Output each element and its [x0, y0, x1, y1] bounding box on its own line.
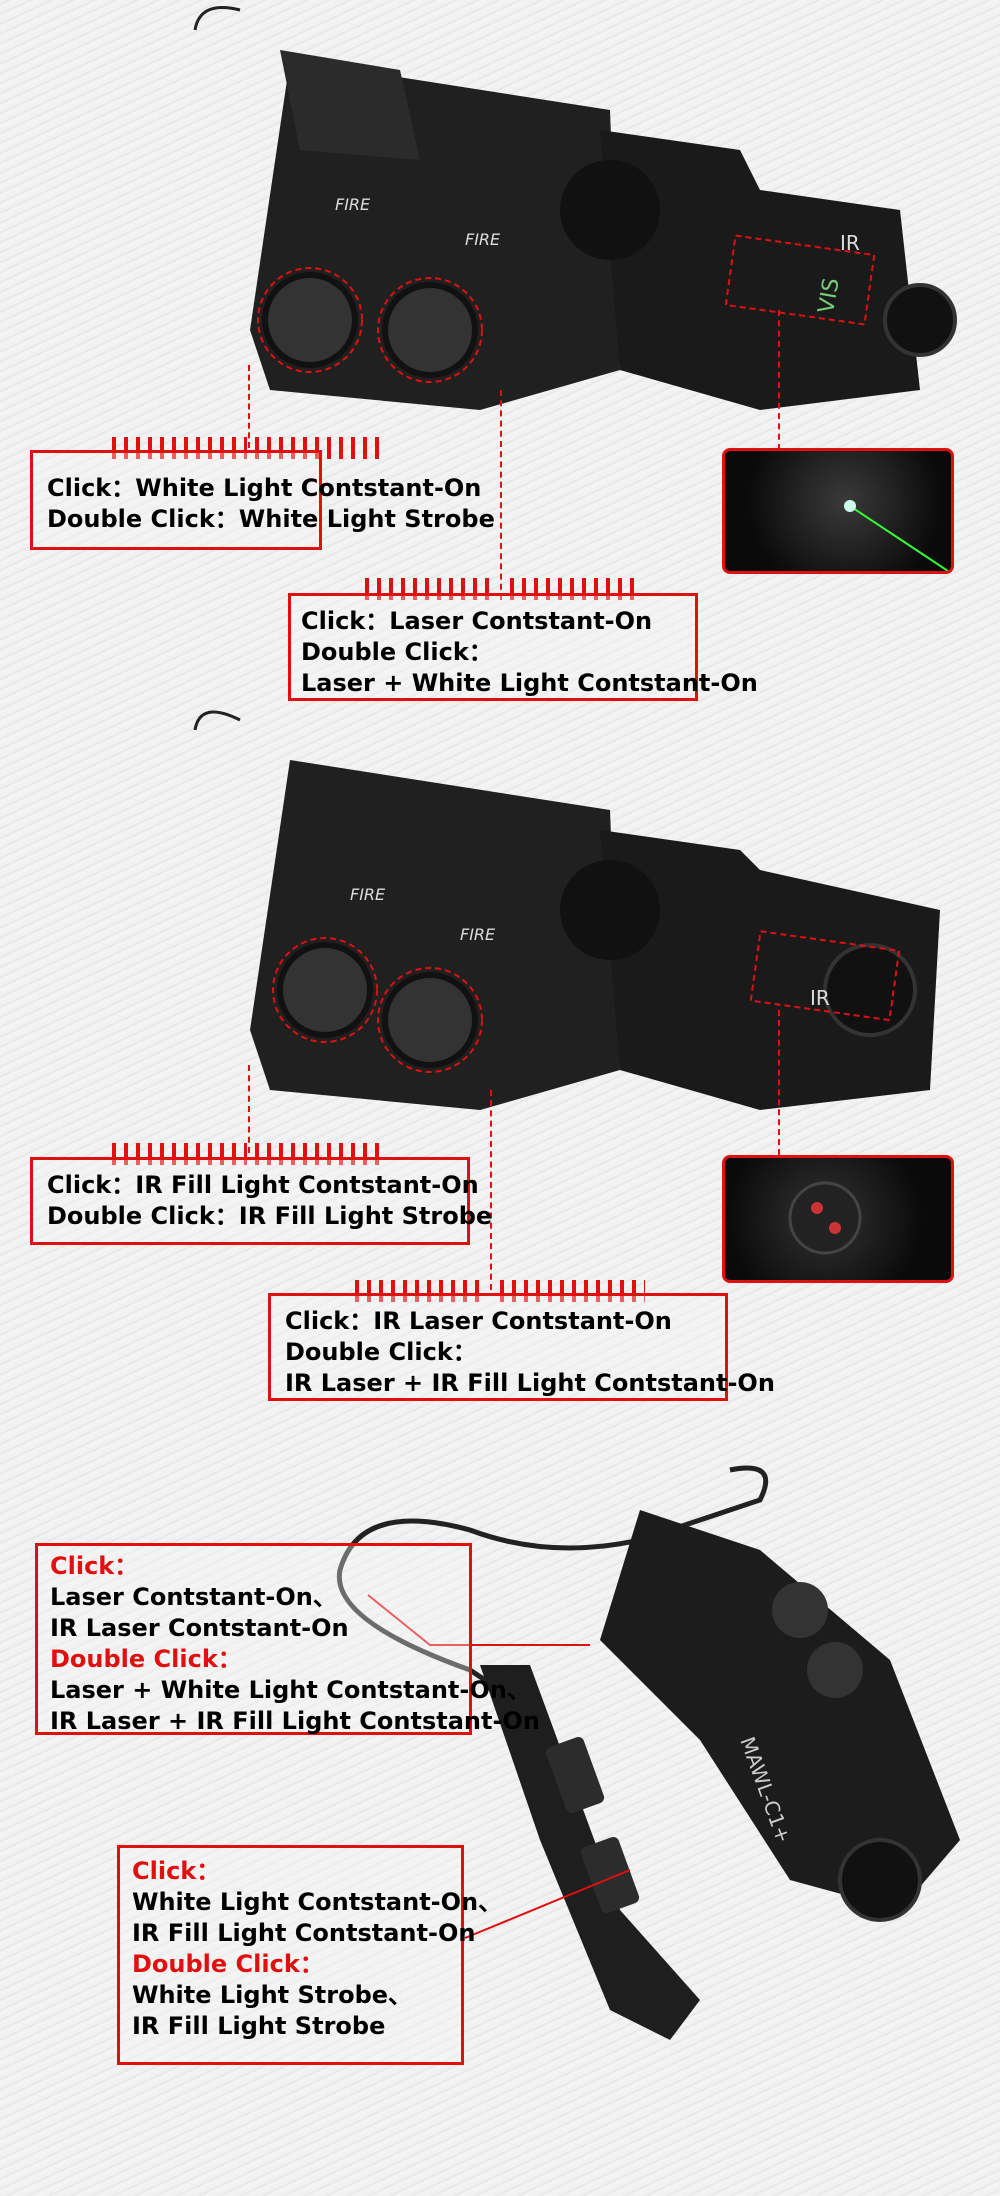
click-value: Laser Contstant-On	[389, 607, 653, 635]
callout-box-ir-laser: Click：IR Laser Contstant-On Double Click…	[268, 1293, 775, 1401]
double-click-value: Laser + White Light Contstant-On	[301, 669, 758, 697]
double-click-value: IR Laser + IR Fill Light Contstant-On	[50, 1707, 540, 1735]
fire-label: FIRE	[350, 885, 386, 904]
click-label: Click：	[301, 607, 390, 635]
laser-device-with-remote-switch-image: MAWL-C1+	[336, 1465, 960, 2040]
click-value: White Light Contstant-On、	[132, 1888, 503, 1916]
callout-box-ir-fill: Click：IR Fill Light Contstant-On Double …	[30, 1157, 492, 1245]
vis-label: VIS	[814, 276, 845, 315]
double-click-label: Double Click：	[285, 1338, 477, 1366]
fire-label: FIRE	[335, 195, 371, 214]
click-label: Click：	[132, 1857, 221, 1885]
decorative-ticks	[112, 437, 247, 459]
fire-label: FIRE	[465, 230, 501, 249]
callout-line	[500, 390, 502, 600]
click-value: Laser Contstant-On、	[50, 1583, 337, 1611]
callout-line	[490, 1090, 492, 1290]
click-label: Click：	[50, 1552, 139, 1580]
fire-label: FIRE	[460, 925, 496, 944]
double-click-value: IR Fill Light Strobe	[132, 2012, 386, 2040]
double-click-label: Double Click：	[47, 505, 239, 533]
click-value: White Light Contstant-On	[135, 474, 482, 502]
click-value: IR Fill Light Contstant-On	[135, 1171, 479, 1199]
callout-line	[778, 310, 780, 450]
double-click-value: IR Laser + IR Fill Light Contstant-On	[285, 1369, 775, 1397]
click-value: IR Laser Contstant-On	[50, 1614, 349, 1642]
callout-line	[778, 1010, 780, 1155]
double-click-label: Double Click：	[301, 638, 493, 666]
callout-box-upper-switch: Click： Laser Contstant-On、 IR Laser Cont…	[35, 1543, 540, 1735]
ir-label: IR	[810, 986, 830, 1010]
green-laser-inset-image	[722, 448, 954, 574]
callout-box-lower-switch: Click： White Light Contstant-On、 IR Fill…	[117, 1845, 503, 2065]
double-click-value: White Light Strobe、	[132, 1981, 413, 2009]
double-click-label: Double Click：	[47, 1202, 239, 1230]
ir-laser-inset-image	[722, 1155, 954, 1283]
decorative-ticks	[355, 1280, 485, 1302]
ir-label: IR	[840, 231, 860, 255]
double-click-value: IR Fill Light Strobe	[238, 1202, 493, 1230]
callout-line	[248, 365, 250, 448]
callout-box-white-light: Click：White Light Contstant-On Double Cl…	[30, 450, 495, 550]
click-value: IR Fill Light Contstant-On	[132, 1919, 476, 1947]
click-value: IR Laser Contstant-On	[373, 1307, 672, 1335]
click-label: Click：	[47, 474, 136, 502]
double-click-value: White Light Strobe	[238, 505, 495, 533]
laser-device-image-1: FIRE FIRE IR VIS	[193, 6, 957, 410]
click-label: Click：	[285, 1307, 374, 1335]
click-label: Click：	[47, 1171, 136, 1199]
decorative-ticks	[255, 437, 385, 459]
decorative-ticks	[500, 1280, 645, 1302]
double-click-label: Double Click：	[132, 1950, 324, 1978]
double-click-value: Laser + White Light Contstant-On、	[50, 1676, 531, 1704]
callout-box-laser: Click：Laser Contstant-On Double Click： L…	[288, 593, 758, 701]
callout-line	[248, 1065, 250, 1153]
laser-device-image-2: FIRE FIRE IR	[193, 710, 940, 1110]
double-click-label: Double Click：	[50, 1645, 242, 1673]
